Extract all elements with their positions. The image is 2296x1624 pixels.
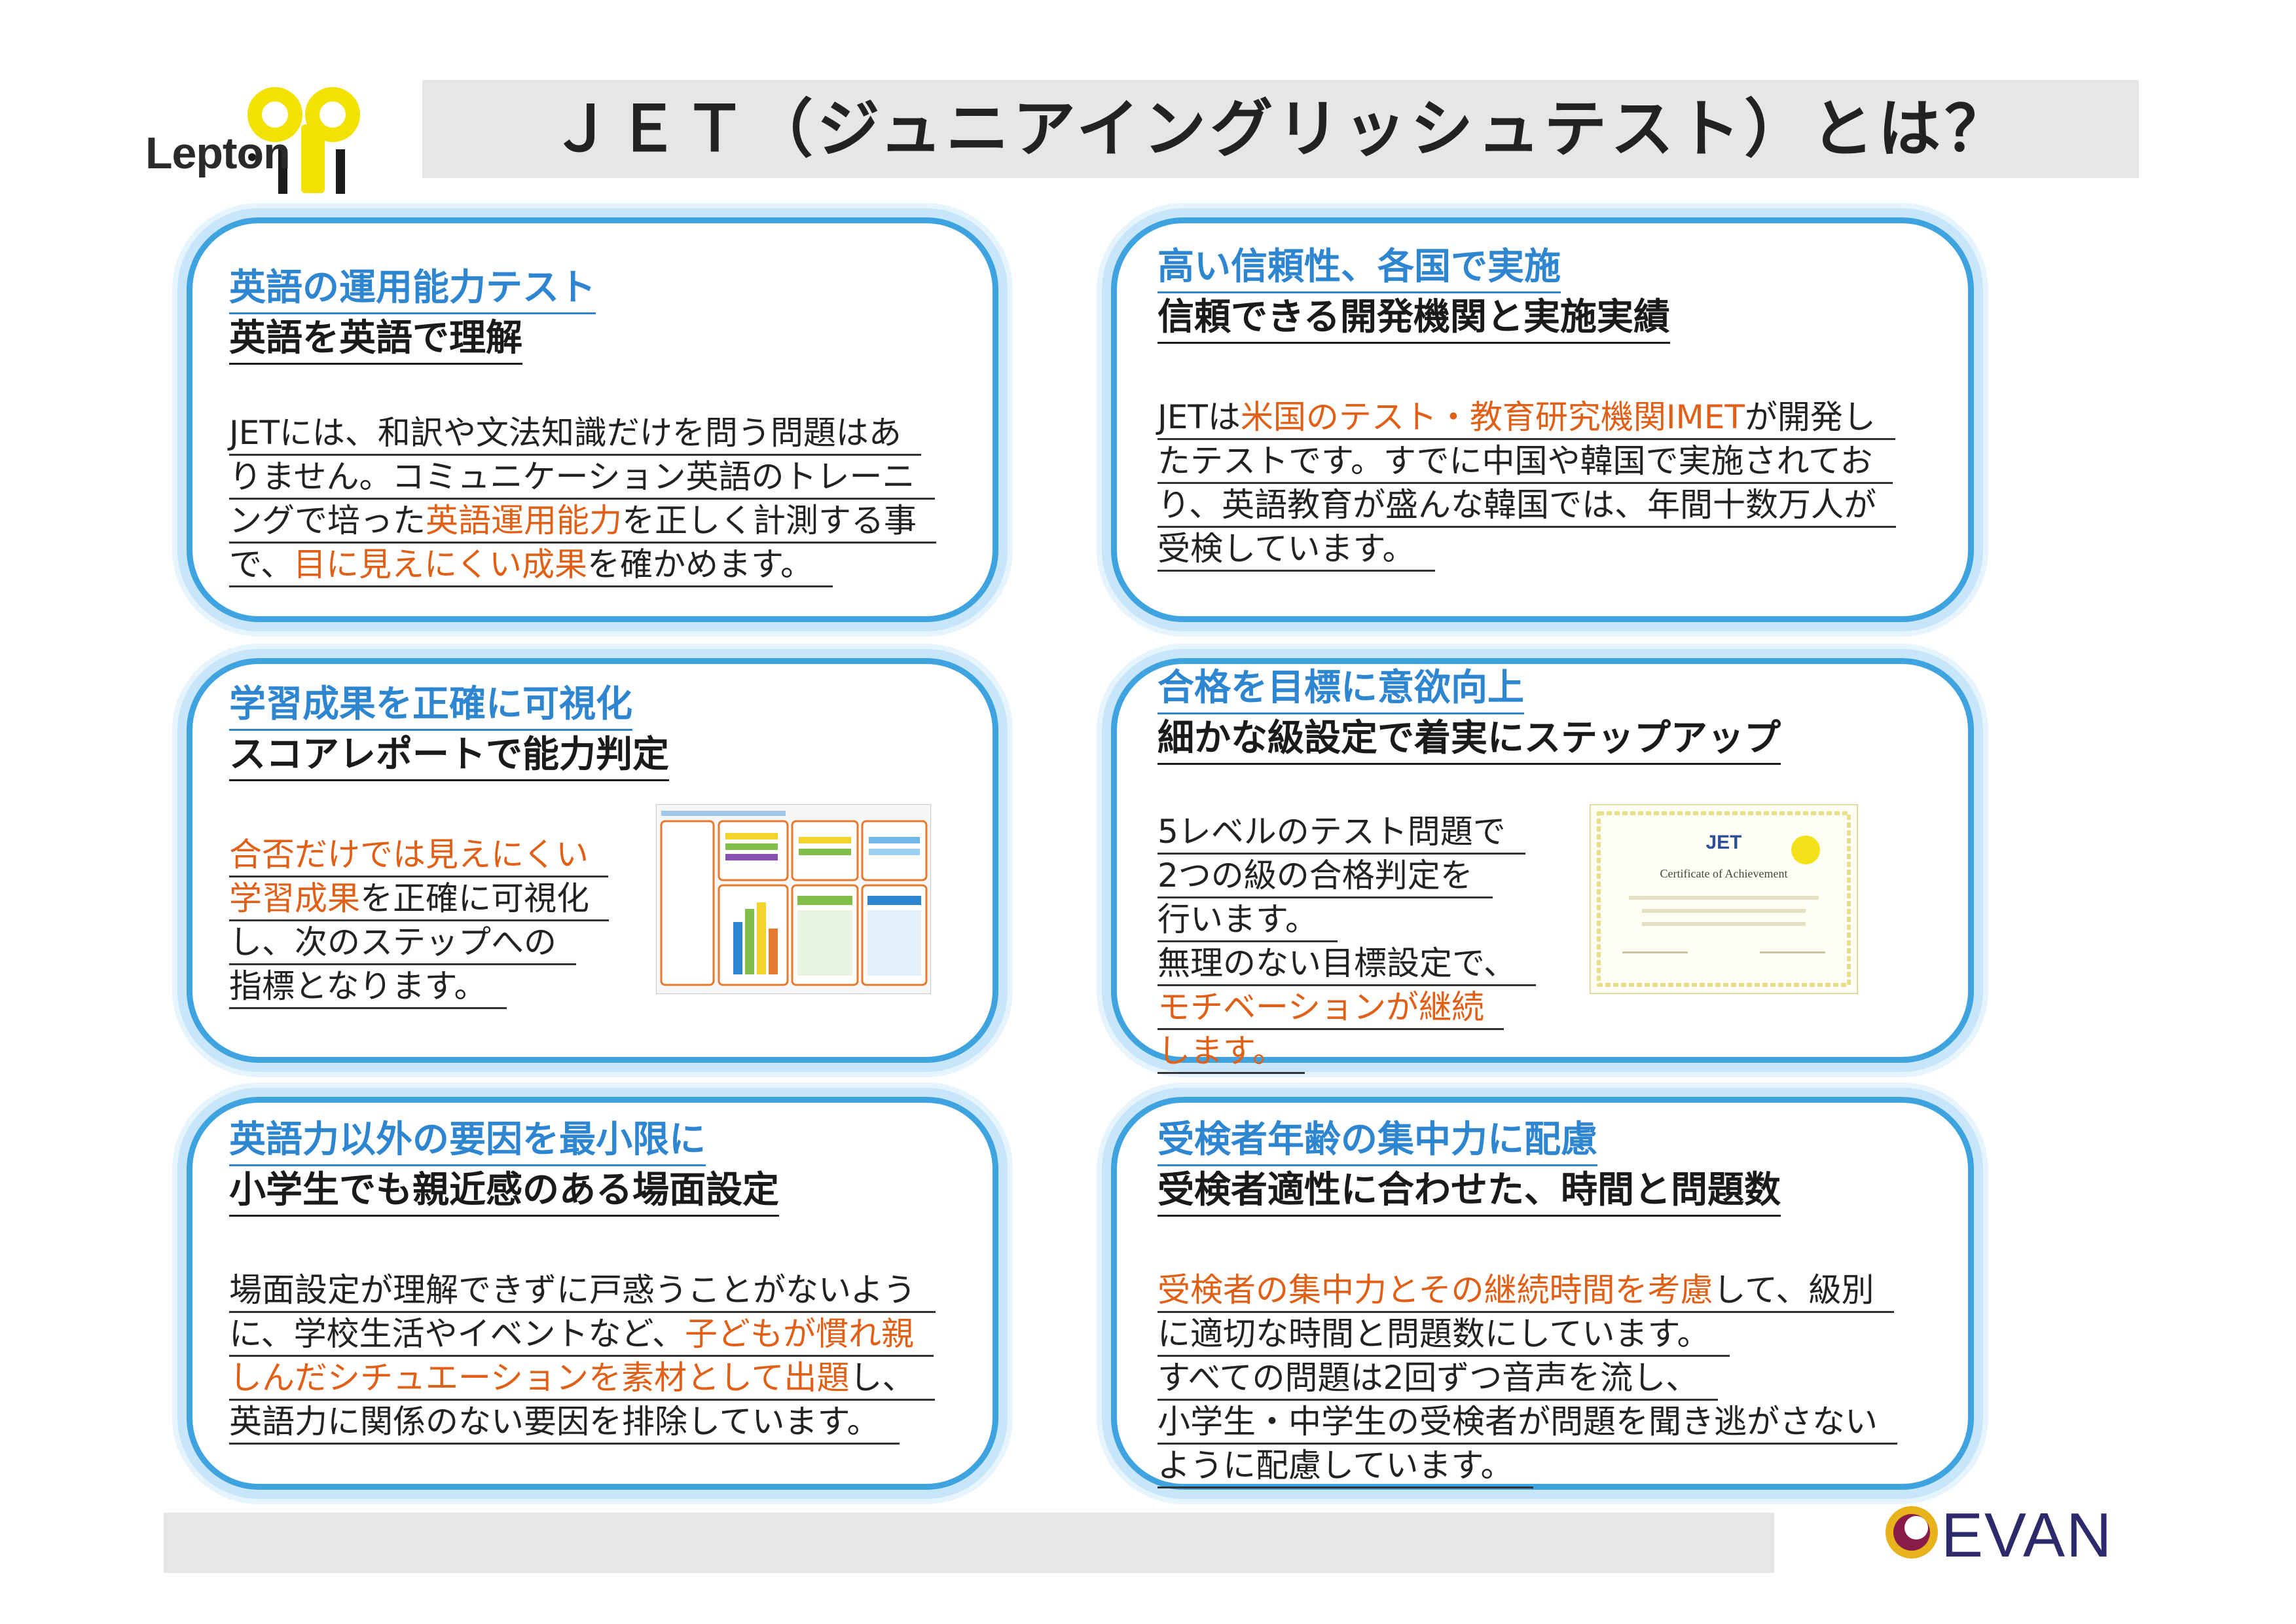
card-practical-ability: 英語の運用能力テスト 英語を英語で理解 JETには、和訳や文法知識だけを問う問題… (187, 217, 998, 622)
footer-band (164, 1513, 1774, 1573)
body-line: 英語力に関係のない要因を排除しています。 (229, 1401, 900, 1445)
card-heading-blue: 英語の運用能力テスト (229, 264, 596, 314)
body-text-segment: 5レベルのテスト問題で (1157, 813, 1506, 851)
body-text-segment: すべての問題は2回ずつ音声を流し、 (1157, 1359, 1699, 1397)
card-heading-blue: 学習成果を正確に可視化 (229, 680, 632, 731)
body-line: し、次のステップへの (229, 921, 576, 965)
highlight-text: 目に見えにくい成果 (293, 545, 587, 583)
page-title: ＪＥＴ（ジュニアイングリッシュテスト）とは？ (549, 92, 2012, 166)
certificate-brand: JET (1705, 832, 1742, 853)
body-text-segment: たテストです。すでに中国や韓国で実施されてお (1157, 442, 1873, 480)
body-text-segment: 指標となります。 (229, 967, 487, 1005)
body-text-segment: JETは (1157, 398, 1241, 436)
body-text-segment: し、 (849, 1359, 915, 1397)
certificate-title: Certificate of Achievement (1660, 867, 1788, 880)
card-body: JETには、和訳や文法知識だけを問う問題はありません。コミュニケーション英語のト… (229, 412, 936, 587)
body-text-segment: 行います。 (1157, 900, 1318, 938)
body-text-segment: 2つの級の合格判定を (1157, 857, 1473, 895)
body-line: 指標となります。 (229, 965, 507, 1009)
evan-logo-text: EVAN (1941, 1500, 2113, 1570)
card-heading-dark: 英語を英語で理解 (229, 314, 522, 365)
body-line: 5レベルのテスト問題で (1157, 811, 1525, 855)
body-line: ングで培った英語運用能力を正しく計測する事 (229, 500, 936, 544)
body-line: 2つの級の合格判定を (1157, 855, 1493, 898)
highlight-text: しんだシチュエーションを素材として出題 (229, 1359, 850, 1397)
highlight-text: 子どもが慣れ親 (685, 1315, 914, 1353)
body-text-segment: に、学校生活やイベントなど、 (229, 1315, 685, 1353)
card-body: 5レベルのテスト問題で 2つの級の合格判定を行います。無理のない目標設定で、モチベ… (1157, 811, 1781, 1074)
card-body: 合否だけでは見えにくい学習成果を正確に可視化し、次のステップへの指標となります。 (229, 834, 669, 1009)
body-line: 行います。 (1157, 898, 1338, 942)
body-text-segment: JETには、和訳や文法知識だけを問う問題はあ (229, 414, 902, 452)
body-line: 学習成果を正確に可視化 (229, 877, 609, 921)
body-line: 受検しています。 (1157, 528, 1435, 572)
highlight-text: します。 (1157, 1032, 1285, 1070)
card-body: 場面設定が理解できずに戸惑うことがないように、学校生活やイベントなど、子どもが慣… (229, 1269, 936, 1445)
card-heading-blue: 高い信頼性、各国で実施 (1157, 243, 1561, 293)
body-line: しんだシチュエーションを素材として出題し、 (229, 1357, 935, 1401)
card-minimize-factors: 英語力以外の要因を最小限に 小学生でも親近感のある場面設定 場面設定が理解できず… (187, 1097, 998, 1490)
card-body: JETは米国のテスト・教育研究機関IMETが開発したテストです。すでに中国や韓国… (1157, 396, 1896, 572)
highlight-text: 英語運用能力 (426, 502, 622, 540)
lepton-logo-text: Lepton (145, 128, 291, 178)
card-heading-dark: 信頼できる開発機関と実施実績 (1157, 293, 1670, 344)
body-line: モチベーションが継続 (1157, 986, 1504, 1030)
body-line: すべての問題は2回ずつ音声を流し、 (1157, 1357, 1719, 1401)
body-text-segment: を確かめます。 (587, 545, 813, 583)
card-body: 受検者の集中力とその継続時間を考慮して、級別に適切な時間と問題数にしています。す… (1157, 1269, 1897, 1488)
highlight-text: 合否だけでは見えにくい (229, 836, 589, 874)
body-line: たテストです。すでに中国や韓国で実施されてお (1157, 440, 1893, 484)
body-line: 受検者の集中力とその継続時間を考慮して、級別 (1157, 1269, 1894, 1313)
body-text-segment: り、英語教育が盛んな韓国では、年間十数万人が (1157, 486, 1876, 524)
body-text-segment: 受検しています。 (1157, 530, 1415, 568)
certificate-image: JET Certificate of Achievement (1590, 804, 1858, 994)
body-line: ように配慮しています。 (1157, 1445, 1533, 1488)
body-line: JETには、和訳や文法知識だけを問う問題はあ (229, 412, 921, 456)
card-reliability: 高い信頼性、各国で実施 信頼できる開発機関と実施実績 JETは米国のテスト・教育… (1111, 217, 1974, 622)
card-heading-dark: 小学生でも親近感のある場面設定 (229, 1166, 779, 1217)
lepton-logo (247, 87, 360, 194)
highlight-text: 受検者の集中力とその継続時間を考慮 (1157, 1271, 1713, 1309)
evan-logo-icon (1886, 1506, 1938, 1559)
card-heading-dark: スコアレポートで能力判定 (229, 731, 669, 781)
body-text-segment: 英語力に関係のない要因を排除しています。 (229, 1403, 880, 1441)
card-motivation: 合格を目標に意欲向上 細かな級設定で着実にステップアップ 5レベルのテスト問題で… (1111, 658, 1974, 1074)
body-text-segment: して、級別 (1713, 1271, 1874, 1309)
body-text-segment: し、次のステップへの (229, 923, 556, 961)
body-line: に適切な時間と問題数にしています。 (1157, 1313, 1730, 1357)
body-line: り、英語教育が盛んな韓国では、年間十数万人が (1157, 484, 1896, 528)
highlight-text: モチベーションが継続 (1157, 988, 1484, 1026)
body-text-segment: が開発し (1744, 398, 1876, 436)
body-text-segment: 小学生・中学生の受検者が問題を聞き逃がさない (1157, 1403, 1878, 1441)
body-line: JETは米国のテスト・教育研究機関IMETが開発し (1157, 396, 1895, 440)
body-text-segment: ように配慮しています。 (1157, 1447, 1514, 1485)
body-line: に、学校生活やイベントなど、子どもが慣れ親 (229, 1313, 934, 1357)
card-concentration: 受検者年齢の集中力に配慮 受検者適性に合わせた、時間と問題数 受検者の集中力とそ… (1111, 1097, 1974, 1490)
highlight-text: 米国のテスト・教育研究機関IMET (1240, 398, 1745, 436)
card-heading-blue: 合格を目標に意欲向上 (1157, 664, 1524, 714)
body-text-segment: ングで培った (229, 502, 426, 540)
body-line: で、目に見えにくい成果を確かめます。 (229, 544, 833, 587)
body-line: 小学生・中学生の受検者が問題を聞き逃がさない (1157, 1401, 1897, 1445)
body-line: 合否だけでは見えにくい (229, 834, 608, 877)
body-text-segment: りません。コミュニケーション英語のトレーニ (229, 458, 915, 496)
card-heading-dark: 細かな級設定で着実にステップアップ (1157, 714, 1781, 765)
body-text-segment: に適切な時間と問題数にしています。 (1157, 1315, 1710, 1353)
body-line: 場面設定が理解できずに戸惑うことがないよう (229, 1269, 936, 1313)
title-band (422, 80, 2139, 178)
body-text-segment: を正しく計測する事 (622, 502, 917, 540)
body-text-segment: で、 (229, 545, 293, 583)
body-text-segment: を正確に可視化 (360, 879, 589, 917)
body-text-segment: 場面設定が理解できずに戸惑うことがないよう (229, 1271, 916, 1309)
card-heading-blue: 受検者年齢の集中力に配慮 (1157, 1116, 1597, 1166)
body-line: 無理のない目標設定で、 (1157, 942, 1536, 986)
card-heading-blue: 英語力以外の要因を最小限に (229, 1116, 706, 1166)
highlight-text: 学習成果 (229, 879, 360, 917)
card-heading-dark: 受検者適性に合わせた、時間と問題数 (1157, 1166, 1781, 1217)
score-report-image (656, 804, 931, 994)
body-line: します。 (1157, 1030, 1305, 1074)
body-line: りません。コミュニケーション英語のトレーニ (229, 456, 935, 500)
body-text-segment: 無理のない目標設定で、 (1157, 944, 1516, 982)
